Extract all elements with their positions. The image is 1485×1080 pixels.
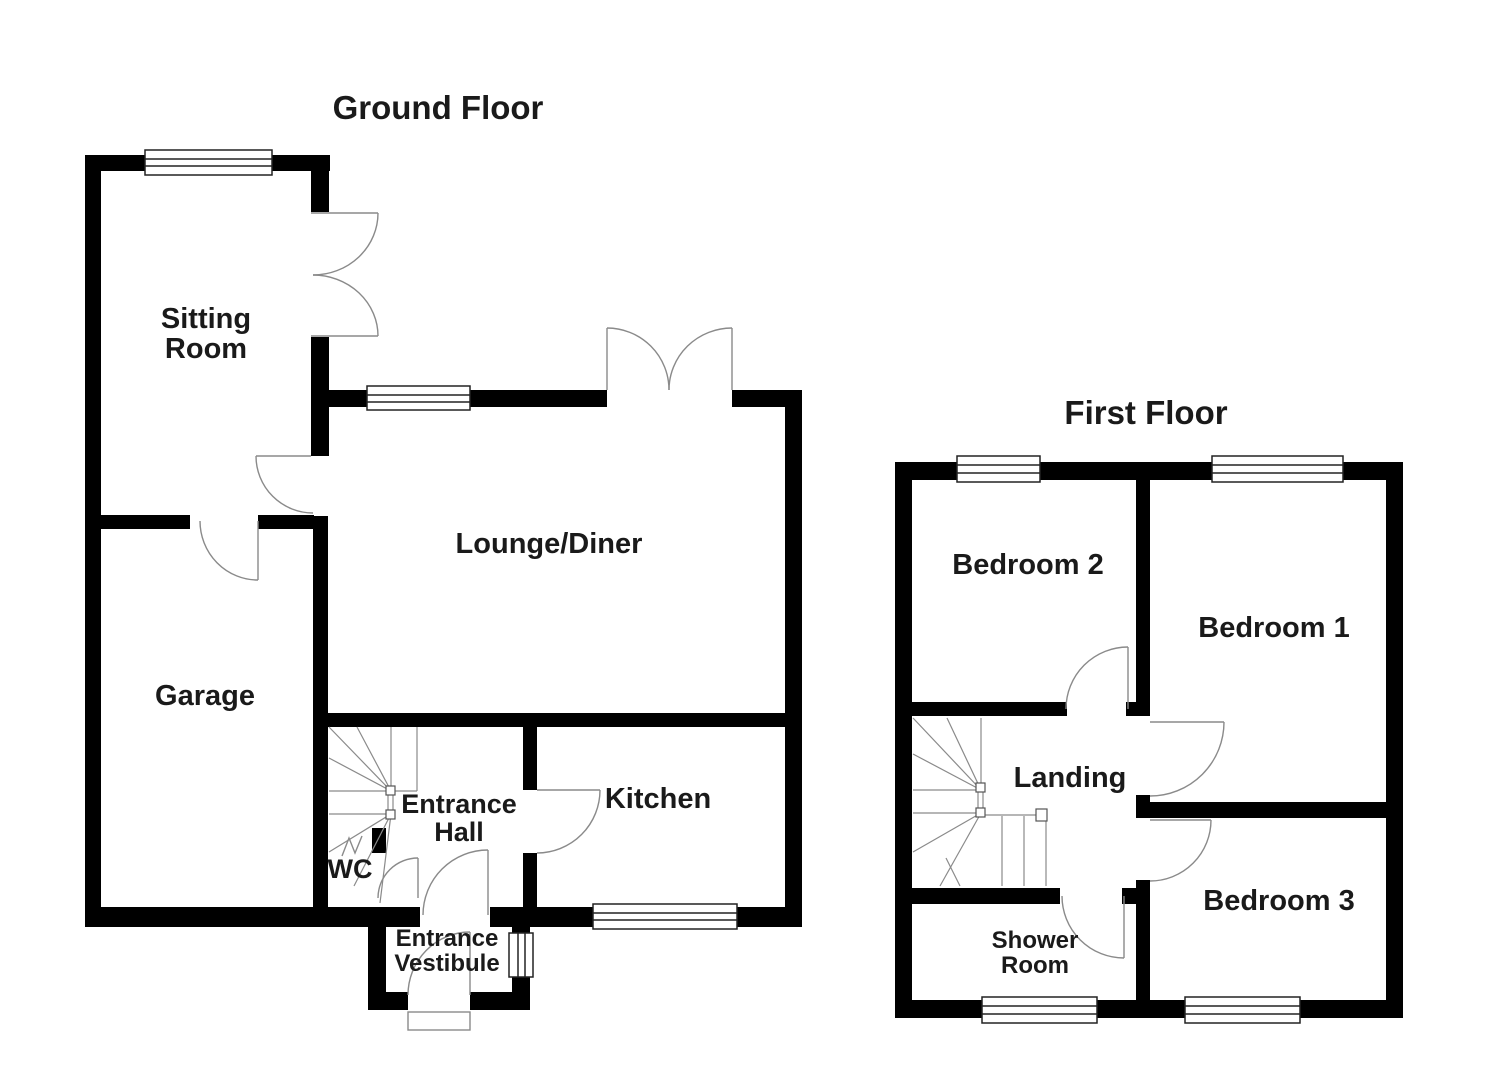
bedroom3-label: Bedroom 3 — [1203, 884, 1355, 917]
bedroom3-window — [1184, 996, 1301, 1024]
bedroom2-window — [956, 455, 1041, 483]
kitchen-label: Kitchen — [604, 782, 712, 815]
garage-door — [199, 520, 259, 581]
garage-label: Garage — [155, 679, 255, 712]
bedroom1-label: Bedroom 1 — [1198, 611, 1350, 644]
kitchen-door — [536, 789, 601, 854]
first-floor-stairs — [912, 717, 1048, 887]
bedroom2-label: Bedroom 2 — [952, 548, 1104, 581]
vestibule-window — [508, 932, 534, 978]
sitting-to-lounge-door — [255, 455, 314, 514]
lounge-french-doors — [606, 327, 733, 391]
entrance-step — [407, 1011, 471, 1031]
bedroom3-door — [1149, 819, 1212, 882]
shower-room-door — [1061, 895, 1125, 959]
lounge-window — [366, 385, 471, 411]
first-floor-walls — [895, 462, 1403, 1018]
shower-room-label: Shower Room — [991, 927, 1079, 979]
shower-room-window — [981, 996, 1098, 1024]
ground-floor-title: Ground Floor — [332, 88, 544, 126]
bedroom1-window — [1211, 455, 1344, 483]
entrance-vestibule-label: Entrance Vestibule — [394, 925, 500, 977]
hall-to-vestibule-door — [422, 849, 489, 916]
sitting-room-label: Sitting Room — [160, 302, 252, 365]
sitting-room-french-doors — [311, 212, 379, 337]
ground-floor-walls — [85, 155, 802, 1010]
ground-floor-stairs — [328, 726, 418, 904]
entrance-hall-label: Entrance Hall — [401, 788, 517, 847]
windows — [144, 149, 1344, 1024]
lounge-diner-label: Lounge/Diner — [455, 527, 643, 560]
sitting-room-window — [144, 149, 273, 176]
first-floor-title: First Floor — [1064, 393, 1228, 431]
landing-label: Landing — [1013, 761, 1127, 794]
front-entrance-door — [407, 931, 471, 996]
doors — [199, 212, 1225, 996]
kitchen-window — [592, 903, 738, 930]
wc-label: WC — [327, 853, 373, 884]
bedroom1-door — [1149, 721, 1225, 797]
wc-door — [341, 835, 419, 899]
bedroom2-door — [1065, 646, 1129, 710]
